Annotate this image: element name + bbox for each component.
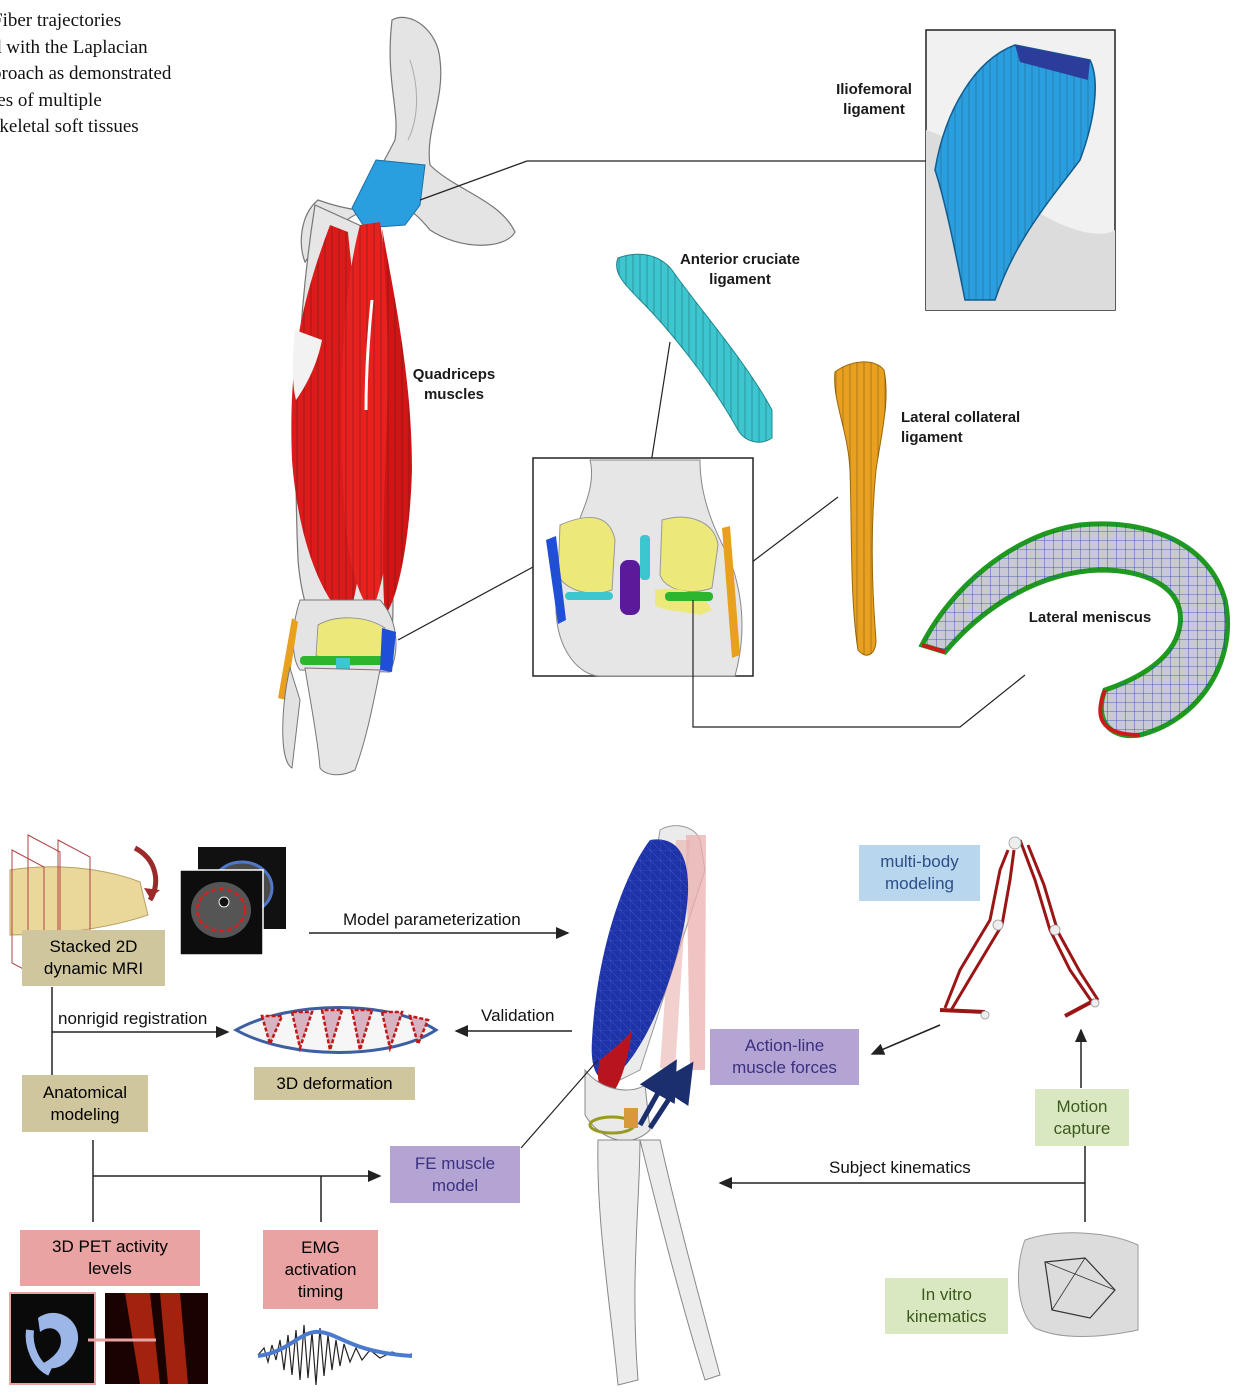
lcl-label: Lateral collateral ligament	[901, 408, 1061, 447]
motion-capture-box: Motion capture	[1035, 1089, 1129, 1146]
fe-leg-model	[585, 826, 720, 1385]
multibody-to-action-arrow	[872, 1025, 940, 1054]
subject-kinematics-label: Subject kinematics	[829, 1158, 971, 1178]
acl-label: Anterior cruciate ligament	[665, 250, 815, 289]
deformation-illustration	[236, 1008, 436, 1053]
anatomical-branch-lines	[93, 1140, 380, 1222]
quadriceps-label: Quadriceps muscles	[404, 365, 504, 404]
iliofemoral-ligament-label: Iliofemoral ligament	[826, 80, 922, 119]
action-line-forces-box: Action-line muscle forces	[710, 1029, 859, 1085]
iliofemoral-ligament-small	[352, 160, 425, 228]
multibody-bones	[981, 837, 1099, 1019]
pet-images	[10, 1293, 208, 1384]
stacked-mri-box: Stacked 2D dynamic MRI	[22, 930, 165, 986]
emg-signal	[258, 1325, 412, 1385]
multibody-modeling-box: multi-body modeling	[859, 845, 980, 901]
caption-text: Fiber trajectories d with the Laplacian …	[0, 8, 222, 141]
lateral-meniscus-label: Lateral meniscus	[1020, 608, 1160, 628]
mri-slices	[180, 847, 286, 955]
tibia-fibula-bones	[283, 668, 380, 775]
lateral-meniscus	[922, 524, 1228, 736]
fe-muscle-model-box: FE muscle model	[390, 1146, 520, 1203]
deformation-box: 3D deformation	[254, 1067, 415, 1100]
knee-closeup-box	[533, 458, 753, 676]
anatomical-modeling-box: Anatomical modeling	[22, 1075, 148, 1132]
nonrigid-registration-label: nonrigid registration	[58, 1009, 207, 1029]
model-parameterization-label: Model parameterization	[343, 910, 521, 930]
mri-branch-lines	[52, 987, 228, 1076]
emg-timing-box: EMG activation timing	[263, 1230, 378, 1309]
in-vitro-kinematics-box: In vitro kinematics	[885, 1278, 1008, 1334]
in-vitro-illustration	[1018, 1233, 1138, 1337]
lcl-ligament	[835, 362, 886, 655]
validation-label: Validation	[481, 1006, 554, 1026]
knee-leader-line	[398, 567, 533, 640]
pet-activity-box: 3D PET activity levels	[20, 1230, 200, 1286]
iliofemoral-callout-box	[926, 30, 1115, 310]
